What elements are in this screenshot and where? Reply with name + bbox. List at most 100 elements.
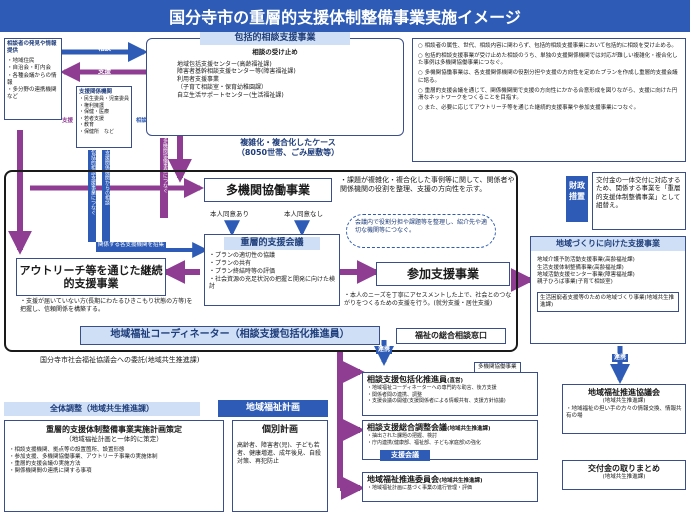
discovery-panel: 相談者の発見や情報提供 ・地域住民 ・自治会・町内会 ・各種会議からの情報 ・多… — [4, 38, 62, 120]
plan-box: 重層的支援体制整備事業実施計画策定 （地域福祉計画と一体的に策定） ・相談支援機… — [4, 420, 224, 512]
list-item: 地域介護予防活動支援事業(高齢福祉課) — [537, 257, 635, 264]
note-item: ○ また、必要に応じてアウトリーチ等を通じた継続的支援事業や参加支援事業につなぐ… — [418, 104, 640, 111]
notes-list: ○ 相談者の属性、世代、相談内容に関わらず、包括的相談支援事業において包括的に相… — [418, 43, 680, 112]
list-item: ・地域福祉コーディネーターへの専門的な助言、後方支援 — [367, 385, 497, 392]
list-item: ・重層的支援会議の実施方法 — [9, 461, 81, 468]
list-item: ・参加支援、多機関協働事業、アウトリーチ事業の実施体制 — [9, 453, 158, 460]
label-support: 支援 — [98, 67, 111, 75]
list-item: ・民生委員・児童委員 — [79, 96, 130, 103]
list-item: ・抽出された課題の把握、検討 — [367, 433, 438, 440]
consent-yes: 本人同意あり — [210, 210, 249, 218]
conference-box: 重層的支援会議 ・プランの適切性の協議 ・プランの共有 ・プラン終結時等の評価 … — [204, 234, 340, 306]
suishin-iinkai-title: 地域福祉推進委員会(地域共生推進課) — [367, 475, 483, 484]
coordinator-band: 地域福祉コーディネーター（相談支援包括化推進員） — [80, 326, 380, 345]
list-item: 生活支援体制整備事業(高齢福祉課) — [537, 264, 624, 271]
matome-title: 交付金の取りまとめ — [588, 464, 660, 473]
support-agencies-panel: 支援関係機関 ・民生委員・児童委員 ・権利擁護 ・保健・医療 ・若者支援 ・教育… — [76, 86, 132, 148]
kobetsu-title: 個別計画 — [261, 425, 298, 435]
community-list: 地域介護予防活動支援事業(高齢福祉課) 生活支援体制整備事業(高齢福祉課) 地域… — [531, 251, 685, 286]
takikan-desc: ・課題が複雑化・複合化した事例等に関して、関係者や関係機関の役割を整理、支援の方… — [340, 176, 515, 194]
participation-box: 参加支援事業 — [376, 262, 510, 286]
cloud-note: 会議内で役割分担や課題等を整理し、紹介先や適切な機関等につなぐ。 — [346, 214, 496, 248]
zentai-header: 全体調整（地域共生推進課） — [4, 402, 200, 417]
label-side-1: 包括的相談支援事業につなぐ — [88, 150, 96, 242]
plan-title: 重層的支援体制整備事業実施計画策定 — [46, 425, 182, 434]
suishin-iinkai-item: ・地域福祉計画に基づく事業の進行管理・評価 — [367, 485, 473, 492]
kyougikai-box: 地域福祉推進協議会 (地域共生推進課) ・地域福祉の担い手の方々の情報交換、情報… — [562, 384, 686, 434]
page-title-bar: 国分寺市の重層的支援体制整備事業実施イメージ — [0, 0, 690, 32]
list-item: ・相談支援機関、拠点等の設置箇所、設置形態 — [9, 446, 125, 453]
consent-no: 本人同意なし — [284, 210, 323, 218]
suishin-iinkai-box: 地域福祉推進委員会(地域共生推進課) ・地域福祉計画に基づく事業の進行管理・評価 — [362, 472, 538, 502]
list-item: ・社会資源の充足状況の把握と開発に向けた検討 — [209, 275, 336, 291]
list-item: ・多分野の連携機関など — [7, 86, 57, 100]
discovery-heading: 相談者の発見や情報提供 — [7, 41, 57, 55]
suishinin-title: 相談支援包括化推進員(直営) — [367, 375, 464, 384]
houkatsu-list: 地域包括支援センター(高齢福祉課) 障害者基幹相談支援センター等(障害福祉課) … — [147, 57, 403, 100]
list-item: ・関係者間の連携、調整 — [367, 391, 423, 398]
houkatsu-panel: 包括的相談支援事業 相談の受け止め 地域包括支援センター(高齢福祉課) 障害者基… — [146, 32, 404, 136]
finance-label: 財政措置 — [566, 176, 588, 222]
label-side-3: 支援関係機関からの相談 — [102, 150, 110, 242]
list-item: ・支援会議の開催(支援関係者による情報共有、支援方針協議) — [367, 398, 506, 405]
page-title: 国分寺市の重層的支援体制整備事業実施イメージ — [169, 8, 521, 27]
commission-note: 国分寺市社会福祉協議会への委託(地域共生推進課) — [40, 356, 200, 364]
suishinin-list: ・地域福祉コーディネーターへの専門的な助言、後方支援 ・関係者間の連携、調整 ・… — [367, 385, 533, 405]
note-item: ○ 多機関協働事業は、各支援関係機関の役割分担や支援の方向性を定めたプランを作成… — [418, 70, 678, 84]
label-connect: 関係する各支援機関を招集 — [96, 242, 167, 250]
list-item: ・教育 — [79, 122, 95, 129]
note-item: ○ 相談者の属性、世代、相談内容に関わらず、包括的相談支援事業において包括的に相… — [418, 43, 677, 49]
kyougikai-title: 地域福祉推進協議会 — [588, 388, 660, 397]
label-side-2: 多機関協働事業につなぐ — [160, 138, 168, 218]
list-item: 地域包括支援センター(高齢福祉課) — [177, 60, 272, 68]
label-support-2: 支援 — [62, 118, 74, 124]
note-item: ○ 重層的支援会議を通じて、関係機関間で支援の方向性にかかる合意形成を図りながら… — [418, 87, 678, 101]
community-title: 地域づくりに向けた支援事業 — [531, 237, 685, 252]
suishinin-box: 相談支援包括化推進員(直営) ・地域福祉コーディネーターへの専門的な助言、後方支… — [362, 372, 538, 416]
fukushi-keikaku-header: 地域福祉計画 — [218, 400, 328, 418]
kobetsu-box: 個別計画 高齢者、障害者(児)、子ども若者、健康増進、成年後見、自殺対策、再犯防… — [232, 420, 328, 512]
list-item: ・権利擁護 — [79, 102, 105, 109]
list-item: ・地域住民 — [7, 58, 35, 65]
matome-box: 交付金の取りまとめ (地域共生推進課) — [562, 460, 686, 490]
outreach-desc: ・支援が届いていない方(長期にわたるひきこもり状態の方等)を把握し、信頼関係を構… — [20, 298, 193, 313]
list-item: （子育て相談室・保育幼稚園課） — [177, 84, 268, 92]
kyougikai-item: ・地域福祉の担い手の方々の情報交換、情報共有の場 — [566, 405, 682, 419]
plan-sub: （地域福祉計画と一体的に策定） — [65, 435, 163, 444]
list-item: 障害者基幹相談支援センター等(障害福祉課) — [177, 68, 296, 76]
list-item: 親子ひろば事業(子育て相談室) — [537, 278, 613, 285]
main-frame — [4, 170, 518, 352]
support-agencies-heading: 支援関係機関 — [79, 89, 113, 95]
list-item: ・自治会・町内会 — [7, 65, 52, 72]
label-consult-2: 相談 — [136, 118, 148, 124]
kobetsu-text: 高齢者、障害者(児)、子ども若者、健康増進、成年後見、自殺対策、再犯防止 — [237, 442, 322, 465]
label-coop-right: 連携 — [612, 354, 629, 362]
label-coop-left: 連携 — [376, 346, 393, 354]
participation-desc: ・本人のニーズを丁寧にアセスメントした上で、社会とのつながりをつくるための支援を… — [344, 292, 512, 307]
list-item: ・関係機関間の連携に関する事項 — [9, 468, 92, 475]
list-item: 地域活動支援センター事業(障害福祉課) — [537, 271, 635, 278]
list-item: ・庁内連携(健康部、福祉部、子ども家庭部)の強化 — [367, 439, 481, 446]
plan-list: ・相談支援機関、拠点等の設置箇所、設置形態 ・参加支援、多機関協働事業、アウトリ… — [9, 447, 219, 476]
label-consult: 相談 — [98, 44, 111, 52]
kyougikai-note: (地域共生推進課) — [602, 398, 646, 405]
note-item: ○ 包括的相談支援事業が受け止めた相談のうち、単独の支援関係機関では対応が難しい… — [418, 53, 678, 67]
houkatsu-subtitle: 相談の受け止め — [252, 48, 298, 57]
takikan-box: 多機関協働事業 — [204, 178, 332, 202]
conference-title: 重層的支援会議 — [224, 237, 320, 251]
notes-panel: ○ 相談者の属性、世代、相談内容に関わらず、包括的相談支援事業において包括的に相… — [412, 38, 686, 162]
community-sub: 生活困窮者支援等のための地域づくり事業(地域共生推進課) — [537, 291, 679, 313]
list-item: ・保健所 など — [79, 128, 115, 135]
list-item: 利用者支援事業 — [177, 76, 220, 84]
list-item: ・若者支援 — [79, 115, 105, 122]
shien-kaigi-badge: 支援会議 — [380, 450, 430, 462]
sougou-list: ・抽出された課題の把握、検討 ・庁内連携(健康部、福祉部、子ども家庭部)の強化 — [367, 433, 533, 446]
list-item: ・プランの共有 — [209, 260, 252, 268]
complex-case-label: 複雑化・複合化したケース （8050世帯、ごみ屋敷等） — [236, 138, 340, 158]
discovery-list: ・地域住民 ・自治会・町内会 ・各種会議からの情報 ・多分野の連携機関など — [7, 58, 59, 101]
general-window: 福祉の総合相談窓口 — [396, 328, 506, 345]
support-agencies-list: ・民生委員・児童委員 ・権利擁護 ・保健・医療 ・若者支援 ・教育 ・保健所 な… — [79, 96, 129, 135]
community-panel: 地域づくりに向けた支援事業 地域介護予防活動支援事業(高齢福祉課) 生活支援体制… — [530, 236, 686, 344]
finance-text: 交付金の一体交付に対応するため、関係する事業を「重層的支援体制整備事業」として組… — [592, 172, 686, 230]
